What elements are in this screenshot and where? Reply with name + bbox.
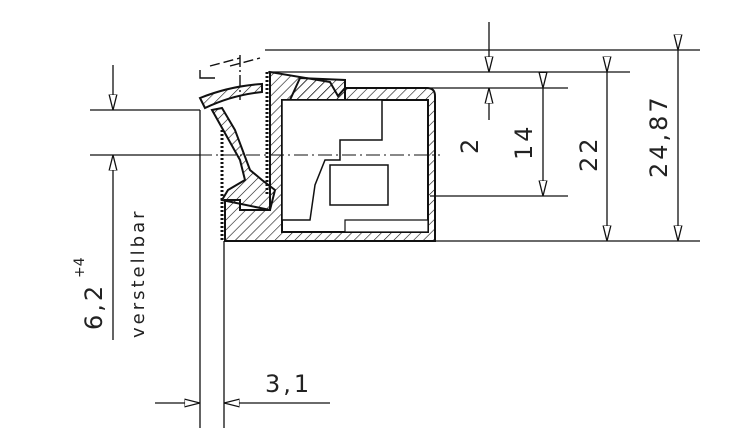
dim-top-offset: 2 xyxy=(456,136,484,154)
dim-inner-height: 14 xyxy=(510,123,538,160)
knob-section xyxy=(198,70,436,242)
dimension-lines xyxy=(113,22,678,403)
alternate-position-outline xyxy=(150,55,440,156)
dim-adjust-note: verstellbar xyxy=(128,209,149,339)
dim-overall-height: 24,87 xyxy=(645,94,673,178)
dim-wall-thickness: 3,1 xyxy=(265,370,312,398)
dim-housing-height: 22 xyxy=(575,135,603,172)
dim-adjust-tolerance: +4 xyxy=(72,257,88,278)
dim-adjust-value: 6,2 xyxy=(80,283,108,330)
